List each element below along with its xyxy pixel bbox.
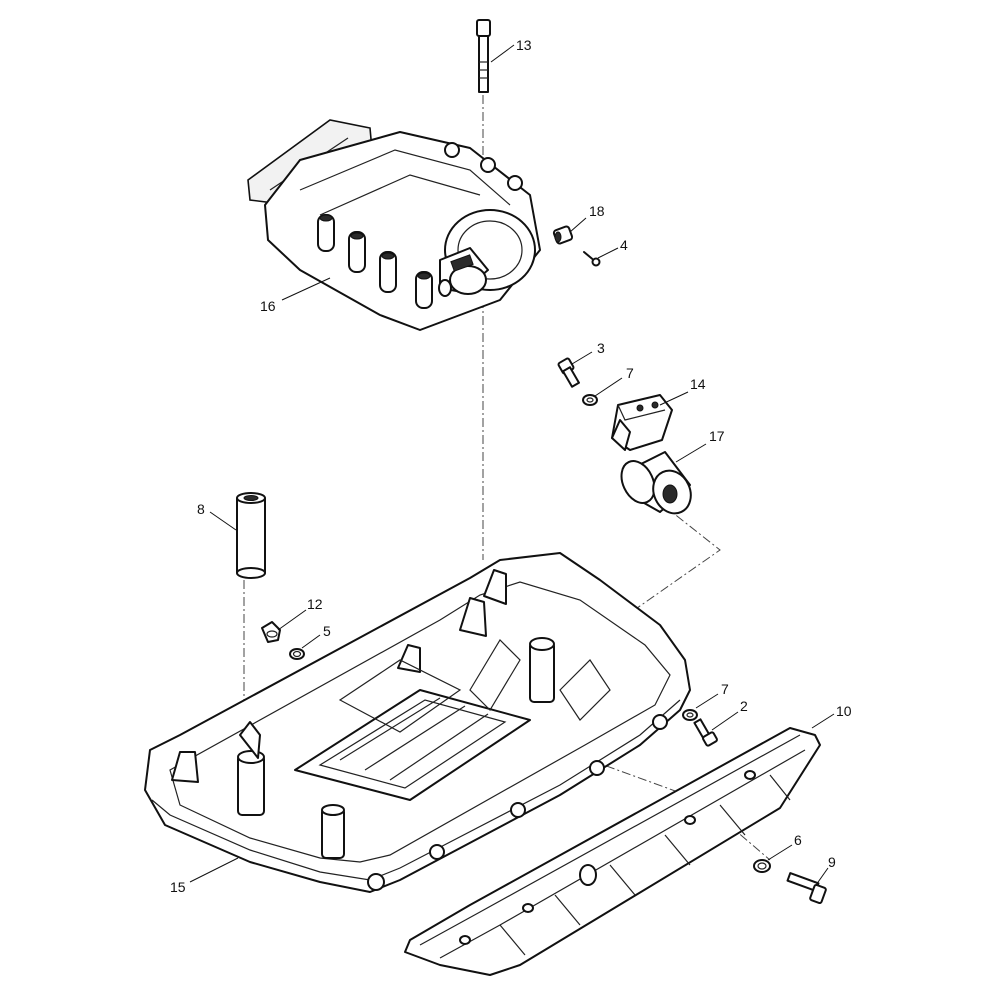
- leader-lines: [189, 44, 835, 886]
- callout-4: 4: [620, 237, 628, 253]
- callout-17: 17: [709, 428, 725, 444]
- callout-8: 8: [197, 501, 205, 517]
- bolt-skid: [786, 872, 827, 905]
- exciter-housing: [247, 119, 541, 331]
- washer-skid: [753, 859, 771, 873]
- washer-upper: [582, 394, 598, 406]
- callout-10: 10: [836, 703, 852, 719]
- callout-7-upper: 7: [626, 365, 634, 381]
- callout-2: 2: [740, 698, 748, 714]
- callout-13: 13: [516, 37, 532, 53]
- callout-3: 3: [597, 340, 605, 356]
- screw-small: [583, 251, 601, 267]
- sleeve: [236, 492, 266, 579]
- washer-lower: [682, 709, 698, 721]
- drain-plug: [261, 621, 281, 643]
- callout-7-lower: 7: [721, 681, 729, 697]
- callout-14: 14: [690, 376, 706, 392]
- bolt-long: [476, 19, 491, 93]
- bolt-short: [557, 357, 580, 388]
- plug-small: [552, 225, 574, 245]
- callout-15: 15: [170, 879, 186, 895]
- callout-16: 16: [260, 298, 276, 314]
- side-skid: [404, 727, 821, 976]
- mounting-bracket: [611, 394, 673, 451]
- callout-5: 5: [323, 623, 331, 639]
- callout-12: 12: [307, 596, 323, 612]
- base-plate: [144, 552, 691, 893]
- rubber-buffer: [620, 451, 692, 515]
- o-ring: [289, 648, 305, 660]
- callouts: 13 18 4 16 3 7 14 17 8 12 5 7 2 10 6 9 1…: [170, 37, 852, 895]
- callout-9: 9: [828, 854, 836, 870]
- bolt-side: [693, 718, 718, 747]
- callout-18: 18: [589, 203, 605, 219]
- callout-6: 6: [794, 832, 802, 848]
